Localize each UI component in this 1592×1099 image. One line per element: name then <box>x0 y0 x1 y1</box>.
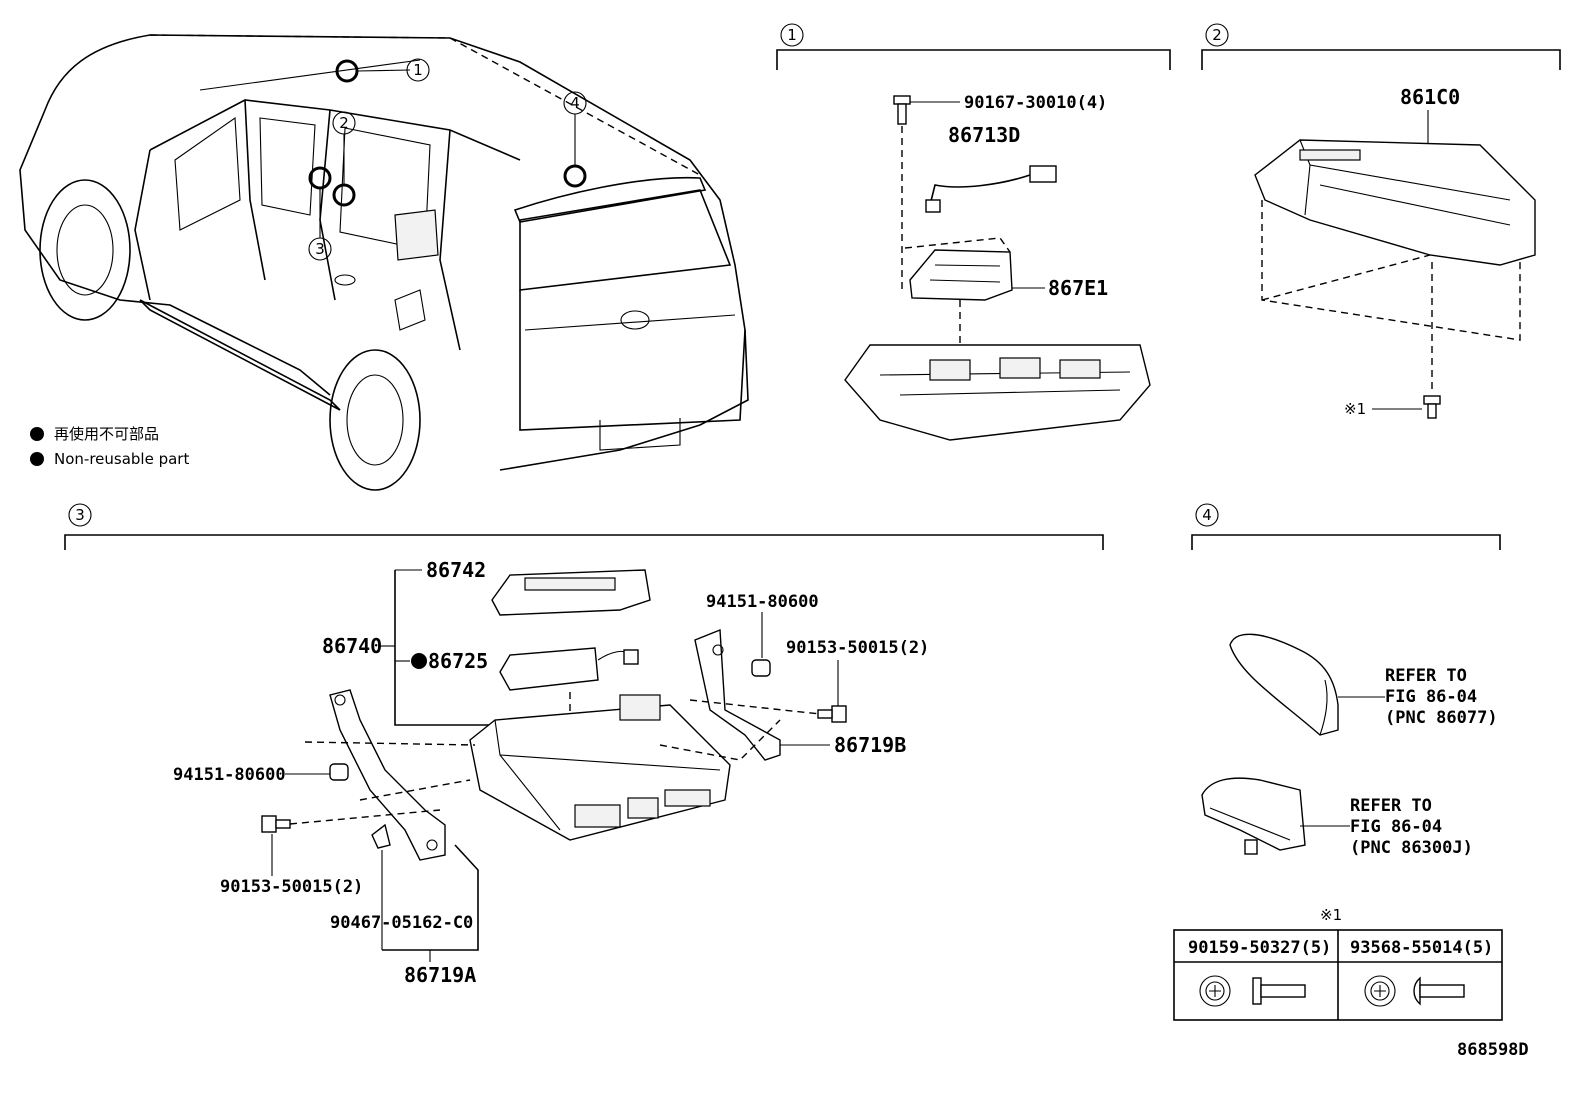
fastener-col-2: 93568-55014(5) <box>1350 938 1493 958</box>
part-86719B: 86719B <box>834 733 906 757</box>
screw-icon <box>1423 395 1441 419</box>
antenna-base-icon <box>1201 777 1306 855</box>
bolt-icon <box>893 95 911 125</box>
wire-harness-icon <box>929 174 1031 206</box>
part-86740: 86740 <box>322 634 382 658</box>
cover-86742-icon <box>491 569 651 616</box>
part-867E1: 867E1 <box>1048 276 1108 300</box>
bracket-86719A-icon <box>329 689 446 861</box>
refer-1-line-2: FIG 86-04 <box>1385 687 1477 707</box>
battery-86725-icon <box>499 647 639 691</box>
shark-fin-antenna-icon <box>1229 633 1339 736</box>
section-4-number: 4 <box>1202 506 1212 524</box>
vehicle-callout-1: 1 <box>406 58 430 82</box>
legend-text-en: Non-reusable part <box>54 450 189 468</box>
part-861C0: 861C0 <box>1400 85 1460 109</box>
part-90167-30010: 90167-30010(4) <box>964 93 1107 113</box>
nut-icon <box>751 659 771 677</box>
non-reusable-bullet-icon <box>411 653 427 669</box>
legend-text-jp: 再使用不可部品 <box>54 425 159 443</box>
ecu-86740-icon <box>469 694 731 841</box>
fastener-table: ※1 90159-50327(5) 93568-55014(5) <box>1173 906 1503 1021</box>
part-90153-50015-left: 90153-50015(2) <box>220 877 363 897</box>
vehicle-illustration <box>19 34 749 491</box>
legend: 再使用不可部品 Non-reusable part <box>30 425 189 468</box>
section-1: 1 90167-30010(4) 86713D 867E1 <box>776 23 1171 441</box>
overhead-console-icon <box>844 344 1151 441</box>
fastener-col-1: 90159-50327(5) <box>1188 938 1331 958</box>
refer-1-line-1: REFER TO <box>1385 666 1467 686</box>
part-86713D: 86713D <box>948 123 1020 147</box>
refer-2-line-2: FIG 86-04 <box>1350 817 1442 837</box>
flange-bolt-icon <box>1199 975 1306 1007</box>
section-4: 4 REFER TO FIG 86-04 (PNC 86077) REFER T… <box>1191 503 1501 858</box>
connector-icon <box>1029 165 1057 183</box>
callout-3-number: 3 <box>315 240 325 258</box>
callout-1-number: 1 <box>413 61 423 79</box>
nut-left-icon <box>329 763 349 781</box>
part-94151-80600-top: 94151-80600 <box>706 592 819 612</box>
refer-2-line-1: REFER TO <box>1350 796 1432 816</box>
callout-4-number: 4 <box>570 94 580 112</box>
bracket-86719B-icon <box>694 628 781 761</box>
part-86719A: 86719A <box>404 963 476 987</box>
vehicle-location-markers <box>308 59 587 238</box>
vehicle-callout-2: 2 <box>332 111 356 135</box>
section-2: 2 861C0 ※1 <box>1201 23 1561 419</box>
section-3: 3 86742 86740 86725 <box>64 503 1104 987</box>
module-861C0-icon <box>1254 139 1536 266</box>
section-1-number: 1 <box>787 26 797 44</box>
section-2-number: 2 <box>1212 26 1222 44</box>
figure-id: 868598D <box>1457 1040 1529 1060</box>
legend-bullet-icon <box>30 427 44 441</box>
bolt-left-icon <box>261 815 291 833</box>
section-3-number: 3 <box>75 506 85 524</box>
vehicle-callout-4: 4 <box>563 91 587 115</box>
part-86725: 86725 <box>428 649 488 673</box>
bolt-right-icon <box>817 705 847 723</box>
part-90153-50015-right: 90153-50015(2) <box>786 638 929 658</box>
fastener-mark: ※1 <box>1344 400 1366 418</box>
refer-2-line-3: (PNC 86300J) <box>1350 838 1473 858</box>
pan-screw-icon <box>1364 975 1465 1007</box>
part-94151-80600-left: 94151-80600 <box>173 765 286 785</box>
clip-icon <box>371 823 391 849</box>
part-86742: 86742 <box>426 558 486 582</box>
refer-1-line-3: (PNC 86077) <box>1385 708 1498 728</box>
legend-bullet-icon <box>30 452 44 466</box>
fastener-table-mark: ※1 <box>1320 906 1342 924</box>
control-module-icon <box>909 249 1013 301</box>
part-90467-05162-C0: 90467-05162-C0 <box>330 913 473 933</box>
vehicle-callout-3: 3 <box>308 237 332 261</box>
callout-2-number: 2 <box>339 114 349 132</box>
